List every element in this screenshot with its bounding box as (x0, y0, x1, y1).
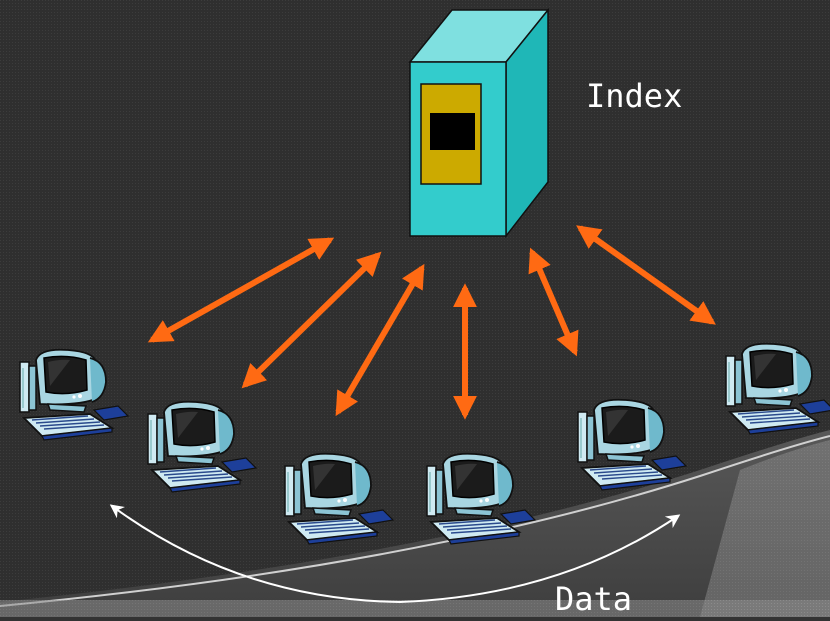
data-label: Data (555, 580, 633, 618)
link-arrow (528, 247, 579, 357)
server-icon (408, 7, 550, 239)
link-arrow (335, 263, 425, 417)
link-arrow (576, 225, 716, 325)
index-label: Index (586, 77, 683, 115)
data-transfer-arrow (109, 504, 681, 604)
index-links (147, 225, 716, 420)
